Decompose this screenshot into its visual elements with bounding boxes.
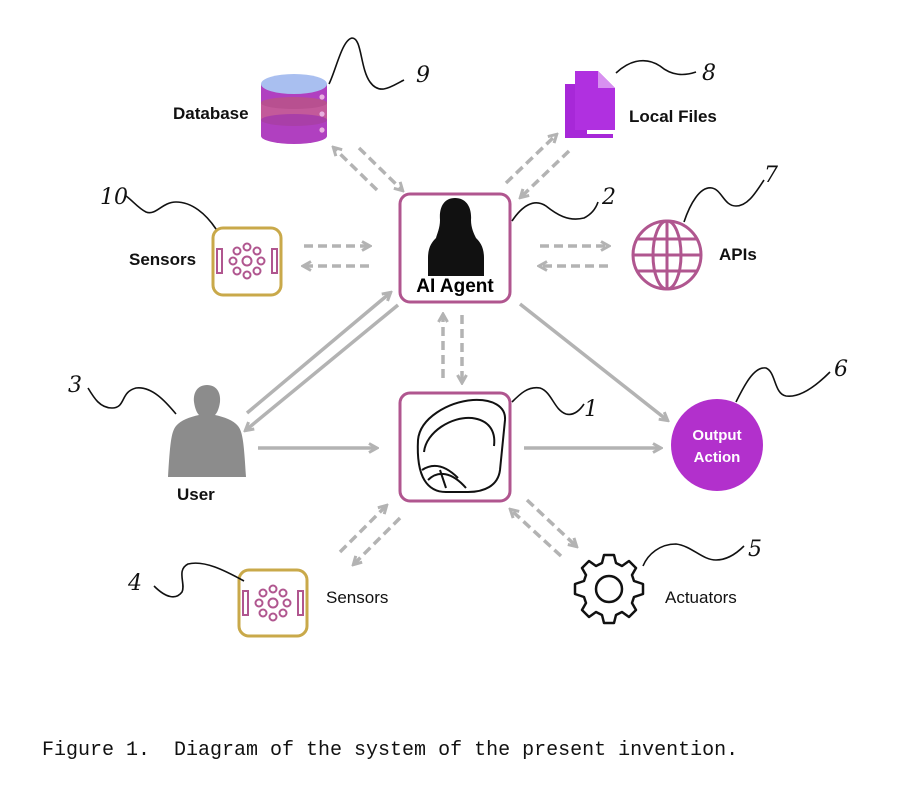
arrow-agent-to-user (246, 303, 400, 430)
ref-number-7: 7 (764, 163, 778, 188)
ai-agent-node: AI Agent (398, 192, 512, 304)
leader-line-4 (153, 562, 245, 598)
leader-line-10 (125, 195, 217, 230)
ref-number-1: 1 (584, 397, 598, 422)
ai-agent-label: AI Agent (416, 276, 494, 297)
arrow-sensors-to-device (338, 506, 386, 554)
sensors-agent-label: Sensors (129, 250, 196, 269)
arrow-actuators-to-device (511, 510, 563, 558)
device-node (398, 391, 512, 503)
ref-number-6: 6 (834, 357, 848, 382)
arrow-files-to-agent (521, 149, 571, 197)
sensors-user-label: Sensors (326, 588, 388, 607)
leader-line-8 (615, 59, 697, 76)
globe-icon (631, 219, 703, 291)
leader-line-3 (87, 387, 177, 415)
arrow-database-to-agent (357, 146, 402, 190)
local-files-label: Local Files (629, 107, 717, 126)
apis-node: APIs (631, 219, 757, 291)
database-label: Database (173, 104, 249, 123)
leader-line-9 (328, 37, 405, 90)
reference-numerals: 9 8 10 2 7 3 1 6 4 5 (68, 37, 848, 598)
ref-number-3: 3 (68, 373, 82, 398)
ref-number-5: 5 (748, 537, 762, 562)
arrow-device-to-actuators (525, 498, 576, 546)
output-action-node: Output Action (671, 399, 763, 491)
leader-line-6 (735, 367, 831, 403)
arrow-agent-to-files (504, 135, 556, 185)
local-files-node: Local Files (565, 71, 717, 138)
arrows (246, 135, 667, 564)
sensor-chip-icon (237, 568, 309, 638)
sensors-agent-node: Sensors (129, 226, 283, 297)
arrow-user-to-agent (245, 293, 390, 415)
actuators-node: Actuators (573, 553, 737, 625)
sensors-user-node: Sensors (237, 568, 388, 638)
figure-caption: Figure 1. Diagram of the system of the p… (42, 739, 738, 762)
arrow-agent-to-database (334, 148, 379, 192)
ref-number-4: 4 (127, 571, 142, 596)
sensor-chip-icon (211, 226, 283, 297)
ref-number-9: 9 (416, 63, 430, 88)
files-icon (565, 71, 615, 138)
ref-number-10: 10 (100, 185, 128, 210)
gear-icon (573, 553, 645, 625)
wearable-device-icon (416, 398, 507, 493)
woman-silhouette-icon (428, 198, 484, 276)
arrow-device-to-sensors (354, 516, 402, 564)
leader-line-7 (683, 179, 765, 223)
leader-line-2 (511, 201, 599, 222)
leader-line-5 (642, 543, 745, 567)
arrow-agent-to-output (518, 302, 667, 420)
ref-number-8: 8 (702, 61, 716, 86)
database-icon (261, 74, 327, 144)
leader-line-1 (511, 386, 585, 416)
database-node: Database (173, 74, 327, 144)
ref-number-2: 2 (601, 185, 616, 210)
man-silhouette-icon (168, 385, 246, 477)
user-label: User (177, 485, 215, 504)
output-action-label-line1: Output (692, 427, 741, 444)
actuators-label: Actuators (665, 588, 737, 607)
apis-label: APIs (719, 245, 757, 264)
user-node: User (168, 385, 246, 504)
output-action-label-line2: Action (694, 449, 741, 466)
